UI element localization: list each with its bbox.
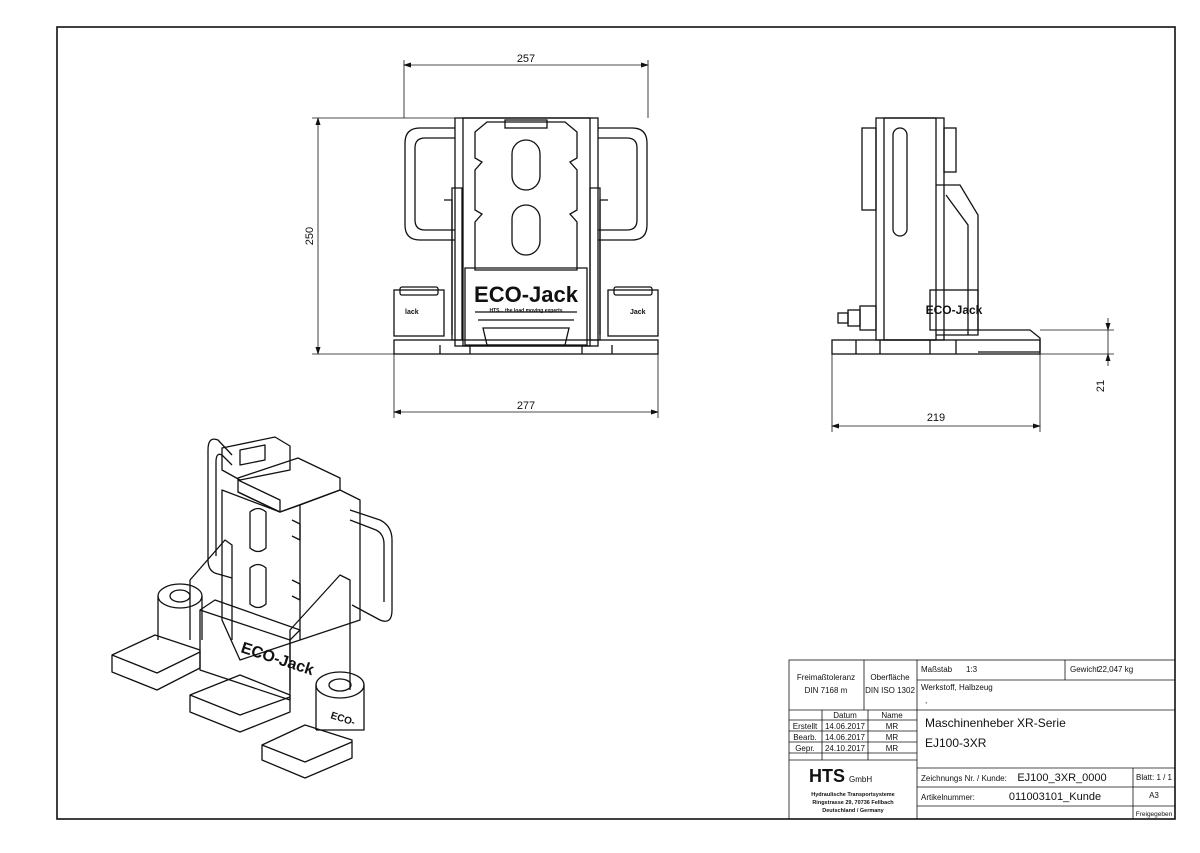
dim-depth: 219	[927, 412, 945, 424]
front-view	[393, 117, 659, 355]
side-brand-label: ECO-Jack	[926, 303, 983, 317]
material-value: ,	[925, 696, 927, 705]
tolerance-label: Freimaßtoleranz	[797, 673, 855, 682]
dim-height: 250	[304, 227, 316, 245]
sheet-number: Blatt: 1 / 1	[1136, 773, 1173, 782]
front-foot-label-left: lack	[405, 309, 419, 316]
title-block-lines	[788, 659, 1176, 820]
row-created-label: Erstellt	[793, 722, 818, 731]
front-slogan: HTS... the load moving experts	[489, 308, 562, 314]
scale-label: Maßstab	[921, 665, 953, 674]
iso-brand-label: ECO-Jack	[239, 640, 316, 680]
row-edited-date: 14.06.2017	[825, 733, 866, 742]
date-header: Datum	[833, 711, 857, 720]
left-handle-inner	[414, 137, 455, 231]
lifting-plate	[474, 121, 578, 271]
release-status: Freigegeben	[1136, 811, 1173, 818]
row-checked-label: Gepr.	[795, 744, 815, 753]
row-checked-date: 24.10.2017	[825, 744, 866, 753]
side-base	[831, 339, 1041, 355]
right-handle-inner	[598, 137, 638, 231]
front-dimensions	[312, 60, 659, 418]
row-edited-label: Bearb.	[793, 733, 817, 742]
row-checked-name: MR	[886, 744, 899, 753]
left-handle	[404, 127, 455, 241]
article-number-label: Artikelnummer:	[921, 793, 975, 802]
company-suffix: GmbH	[849, 775, 872, 784]
drawing-number-label: Zeichnungs Nr. / Kunde:	[921, 774, 1007, 783]
surface-standard: DIN ISO 1302	[865, 686, 915, 695]
iso-top-plate	[237, 457, 341, 513]
front-foot-label-right: Jack	[630, 309, 646, 316]
weight-label: Gewicht	[1070, 665, 1100, 674]
row-edited-name: MR	[886, 733, 899, 742]
drawing-number-value: EJ100_3XR_0000	[1017, 772, 1106, 784]
sheet-border	[56, 26, 1176, 820]
side-view	[831, 117, 1041, 355]
right-handle	[598, 127, 648, 241]
name-header: Name	[881, 711, 903, 720]
tolerance-standard: DIN 7168 m	[805, 686, 848, 695]
dim-width-base: 277	[517, 400, 535, 412]
row-created-date: 14.06.2017	[825, 722, 866, 731]
isometric-view	[111, 436, 393, 779]
article-number-value: 011003101_Kunde	[1009, 791, 1101, 803]
company-name: HTS	[809, 766, 845, 786]
address-line-2: Ringstrasse 29, 70736 Fellbach	[812, 800, 894, 806]
address-line-1: Hydraulische Transportsysteme	[811, 792, 894, 798]
material-label: Werkstoff, Halbzeug	[921, 683, 993, 692]
dim-toe-height: 21	[1095, 380, 1107, 392]
scale-value: 1:3	[966, 665, 978, 674]
slot-upper	[511, 139, 541, 191]
address-line-3: Deutschland / Germany	[822, 808, 884, 814]
drawing-title-line1: Maschinenheber XR-Serie	[925, 716, 1066, 730]
row-created-name: MR	[886, 722, 899, 731]
front-brand-label: ECO-Jack	[474, 282, 579, 307]
surface-label: Oberfläche	[870, 673, 910, 682]
paper-format: A3	[1149, 791, 1159, 800]
iso-foot-label: ECO-	[329, 710, 356, 728]
slot-lower	[511, 204, 541, 256]
dim-width-top: 257	[517, 53, 535, 65]
weight-value: 22,047 kg	[1098, 665, 1133, 674]
side-dimensions	[831, 318, 1114, 432]
drawing-title-line2: EJ100-3XR	[925, 736, 987, 750]
